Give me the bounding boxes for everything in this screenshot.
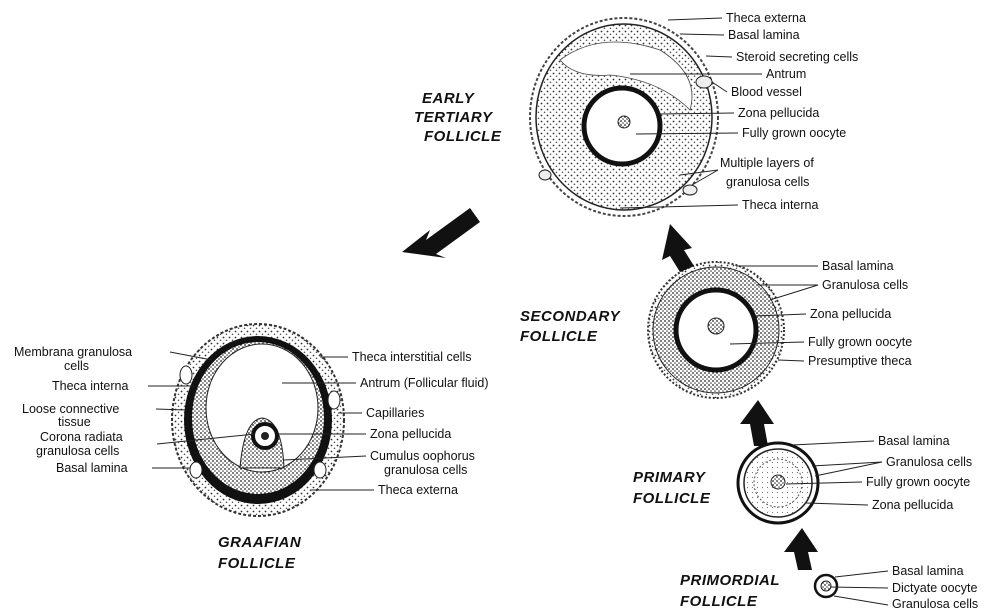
label-blood-vessel: Blood vessel	[731, 85, 802, 99]
label-dictyate-oocyte: Dictyate oocyte	[892, 581, 978, 595]
label-steroid-secreting-cells: Steroid secreting cells	[736, 50, 858, 64]
label-zona-pellucida: Zona pellucida	[738, 106, 819, 120]
label-loose-connective-tissue: tissue	[58, 415, 91, 429]
label-theca-externa: Theca externa	[726, 11, 806, 25]
label-corona-radiata-granulosa: granulosa cells	[36, 444, 119, 458]
stage-graafian-follicle: FOLLICLE	[218, 555, 296, 572]
label-antrum-follicular: Antrum (Follicular fluid)	[360, 376, 489, 390]
stage-primordial: PRIMORDIAL	[680, 572, 780, 589]
label-fully-grown-oocyte: Fully grown oocyte	[742, 126, 846, 140]
label-cumulus-oophorus: Cumulus oophorus	[370, 449, 475, 463]
label-presumptive-theca: Presumptive theca	[808, 354, 912, 368]
primordial-title: PRIMORDIAL FOLLICLE	[680, 572, 780, 610]
label-primary-oocyte: Fully grown oocyte	[866, 475, 970, 489]
label-secondary-zona: Zona pellucida	[810, 307, 891, 321]
label-corona-radiata: Corona radiata	[40, 430, 123, 444]
label-secondary-basal-lamina: Basal lamina	[822, 259, 894, 273]
label-multiple-layers-granulosa: granulosa cells	[726, 175, 809, 189]
early-tertiary-title: EARLY TERTIARY FOLLICLE	[414, 90, 502, 145]
label-theca-interna: Theca interna	[52, 379, 128, 393]
label-primary-zona: Zona pellucida	[872, 498, 953, 512]
graafian-follicle	[172, 324, 344, 516]
label-theca-interstitial: Theca interstitial cells	[352, 350, 472, 364]
stage-secondary-follicle: FOLLICLE	[520, 328, 598, 345]
arrow-icon	[662, 224, 694, 272]
primary-title: PRIMARY FOLLICLE	[633, 469, 711, 507]
label-loose-connective: Loose connective	[22, 402, 119, 416]
label-capillaries: Capillaries	[366, 406, 424, 420]
label-membrana-granulosa-cells: cells	[64, 359, 89, 373]
secondary-title: SECONDARY FOLLICLE	[520, 308, 622, 345]
label-primary-basal-lamina: Basal lamina	[878, 434, 950, 448]
label-theca-interna: Theca interna	[742, 198, 818, 212]
label-secondary-oocyte: Fully grown oocyte	[808, 335, 912, 349]
arrow-icon	[402, 208, 480, 258]
label-membrana-granulosa: Membrana granulosa	[14, 345, 132, 359]
primordial-labels: Basal lamina Dictyate oocyte Granulosa c…	[830, 564, 978, 611]
label-primordial-basal-lamina: Basal lamina	[892, 564, 964, 578]
label-basal-lamina: Basal lamina	[728, 28, 800, 42]
stage-primary-follicle: FOLLICLE	[633, 490, 711, 507]
stage-primary: PRIMARY	[633, 469, 707, 486]
graafian-title: GRAAFIAN FOLLICLE	[218, 534, 302, 572]
label-cumulus-granulosa: granulosa cells	[384, 463, 467, 477]
stage-tertiary: TERTIARY	[414, 109, 494, 126]
label-primary-granulosa: Granulosa cells	[886, 455, 972, 469]
label-multiple-layers: Multiple layers of	[720, 156, 814, 170]
label-primordial-granulosa: Granulosa cells	[892, 597, 978, 611]
early-tertiary-follicle	[530, 18, 718, 216]
stage-secondary: SECONDARY	[520, 308, 622, 325]
arrow-icon	[740, 400, 774, 446]
label-graafian-zona: Zona pellucida	[370, 427, 451, 441]
label-graafian-basal-lamina: Basal lamina	[56, 461, 128, 475]
stage-primordial-follicle: FOLLICLE	[680, 593, 758, 610]
label-antrum: Antrum	[766, 67, 806, 81]
stage-graafian: GRAAFIAN	[218, 534, 302, 551]
label-secondary-granulosa: Granulosa cells	[822, 278, 908, 292]
primordial-follicle	[815, 575, 837, 597]
stage-early-tertiary-follicle: FOLLICLE	[424, 128, 502, 145]
label-graafian-theca-externa: Theca externa	[378, 483, 458, 497]
stage-early: EARLY	[422, 90, 476, 107]
arrow-icon	[784, 528, 818, 570]
secondary-follicle	[648, 262, 784, 398]
